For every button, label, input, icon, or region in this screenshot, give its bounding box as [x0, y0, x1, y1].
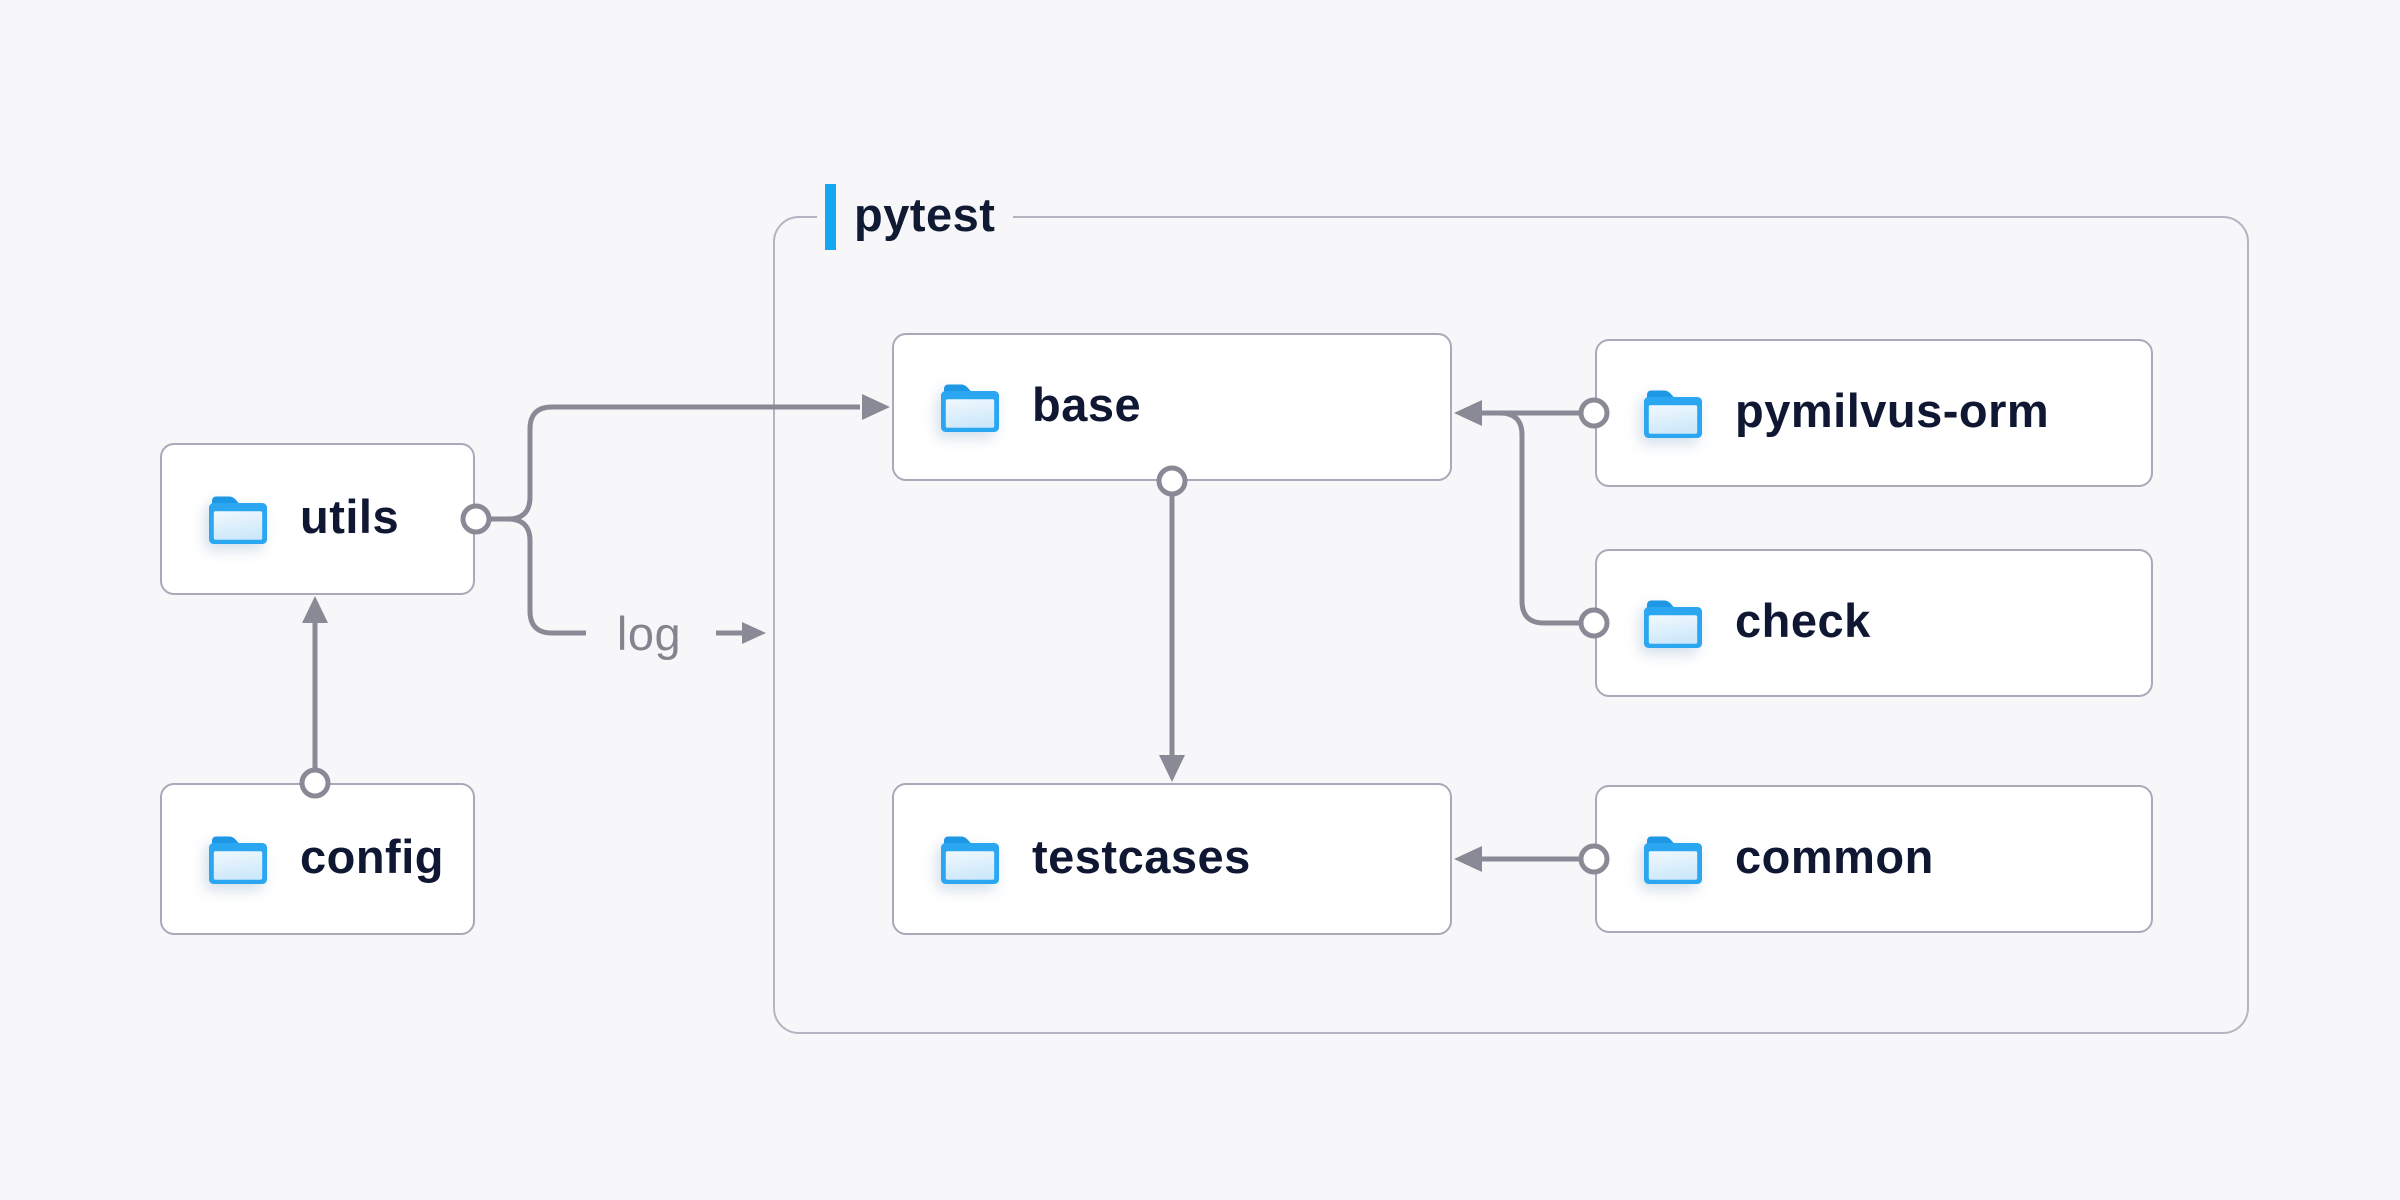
- folder-icon: [941, 384, 999, 432]
- node-check: check: [1595, 549, 2153, 697]
- node-label: base: [1032, 377, 1142, 431]
- node-common: common: [1595, 785, 2153, 933]
- node-base: base: [892, 333, 1452, 481]
- pytest-group-label: pytest: [817, 184, 1014, 250]
- folder-icon: [1644, 836, 1702, 884]
- node-config: config: [160, 783, 475, 935]
- pytest-group-title: pytest: [854, 187, 996, 241]
- node-label: common: [1735, 829, 1934, 883]
- pytest-group: pytest: [773, 184, 2249, 1034]
- node-label: check: [1735, 593, 1871, 647]
- node-label: utils: [300, 489, 400, 543]
- edge-utils-log: [507, 516, 586, 636]
- folder-icon: [209, 836, 267, 884]
- folder-icon: [209, 496, 267, 544]
- arrowhead-up: [302, 596, 328, 623]
- node-label: pymilvus-orm: [1735, 383, 2050, 437]
- accent-bar: [825, 184, 836, 250]
- node-label: config: [300, 829, 444, 883]
- arrowhead-right: [742, 622, 766, 644]
- folder-icon: [1644, 600, 1702, 648]
- node-testcases: testcases: [892, 783, 1452, 935]
- node-label: testcases: [1032, 829, 1251, 883]
- node-utils: utils: [160, 443, 475, 595]
- folder-icon: [941, 836, 999, 884]
- node-pymilvus-orm: pymilvus-orm: [1595, 339, 2153, 487]
- folder-icon: [1644, 390, 1702, 438]
- edge-label-log: log: [616, 606, 682, 660]
